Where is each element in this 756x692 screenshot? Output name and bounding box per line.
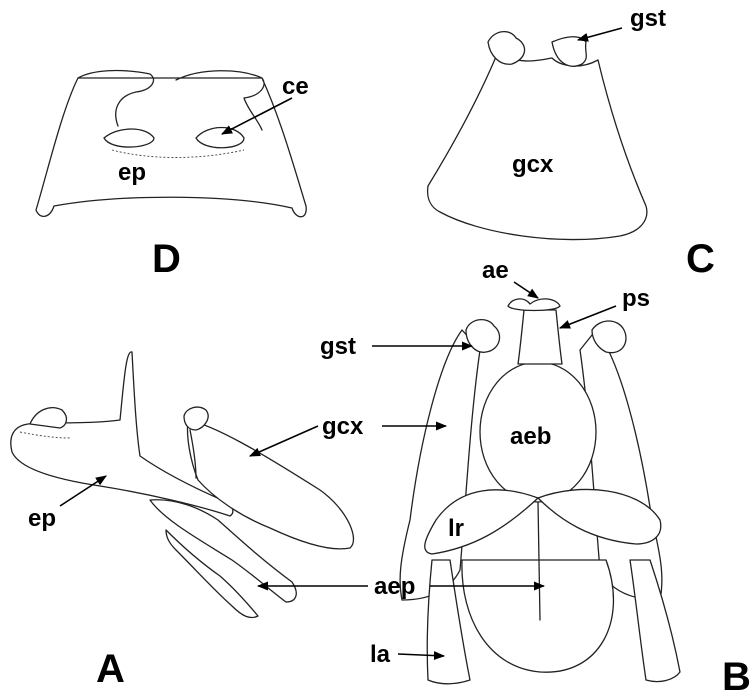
aedeagus-tip <box>508 299 560 311</box>
label-ce: ce <box>282 73 309 100</box>
panel-c-drawing <box>428 32 647 240</box>
label-ps: ps <box>622 285 650 312</box>
label-ep-a: ep <box>28 505 56 532</box>
epiproct-lobe-small <box>30 408 66 428</box>
gonostylus-left-c <box>488 32 525 65</box>
penis-sheath <box>518 310 562 364</box>
arrow-ae <box>514 282 538 298</box>
epiproct-plate <box>36 71 306 217</box>
panel-letter-d: D <box>152 237 181 281</box>
arrow-gcx-a <box>250 426 318 456</box>
panel-b-drawing <box>400 299 680 684</box>
panel-letter-b: B <box>722 655 751 692</box>
panel-d-drawing <box>36 71 306 217</box>
label-lr: lr <box>448 515 464 542</box>
lateral-appendage-right <box>630 560 680 682</box>
panel-a-drawing <box>11 352 354 618</box>
label-ae: ae <box>482 257 509 284</box>
lower-body-outline <box>462 560 614 672</box>
panel-letter-a: A <box>96 647 125 691</box>
label-gst-b: gst <box>320 333 356 360</box>
label-ep-d: ep <box>118 159 146 186</box>
label-aep: aep <box>374 573 415 600</box>
label-gcx-c: gcx <box>512 151 554 178</box>
label-gcx-b: gcx <box>322 413 364 440</box>
label-la: la <box>370 641 391 668</box>
arrow-gst-c <box>578 28 622 40</box>
label-aeb: aeb <box>510 423 551 450</box>
panel-letter-c: C <box>686 237 715 281</box>
gonocoxite-plate-c <box>428 52 647 240</box>
label-gst-c: gst <box>630 5 666 32</box>
